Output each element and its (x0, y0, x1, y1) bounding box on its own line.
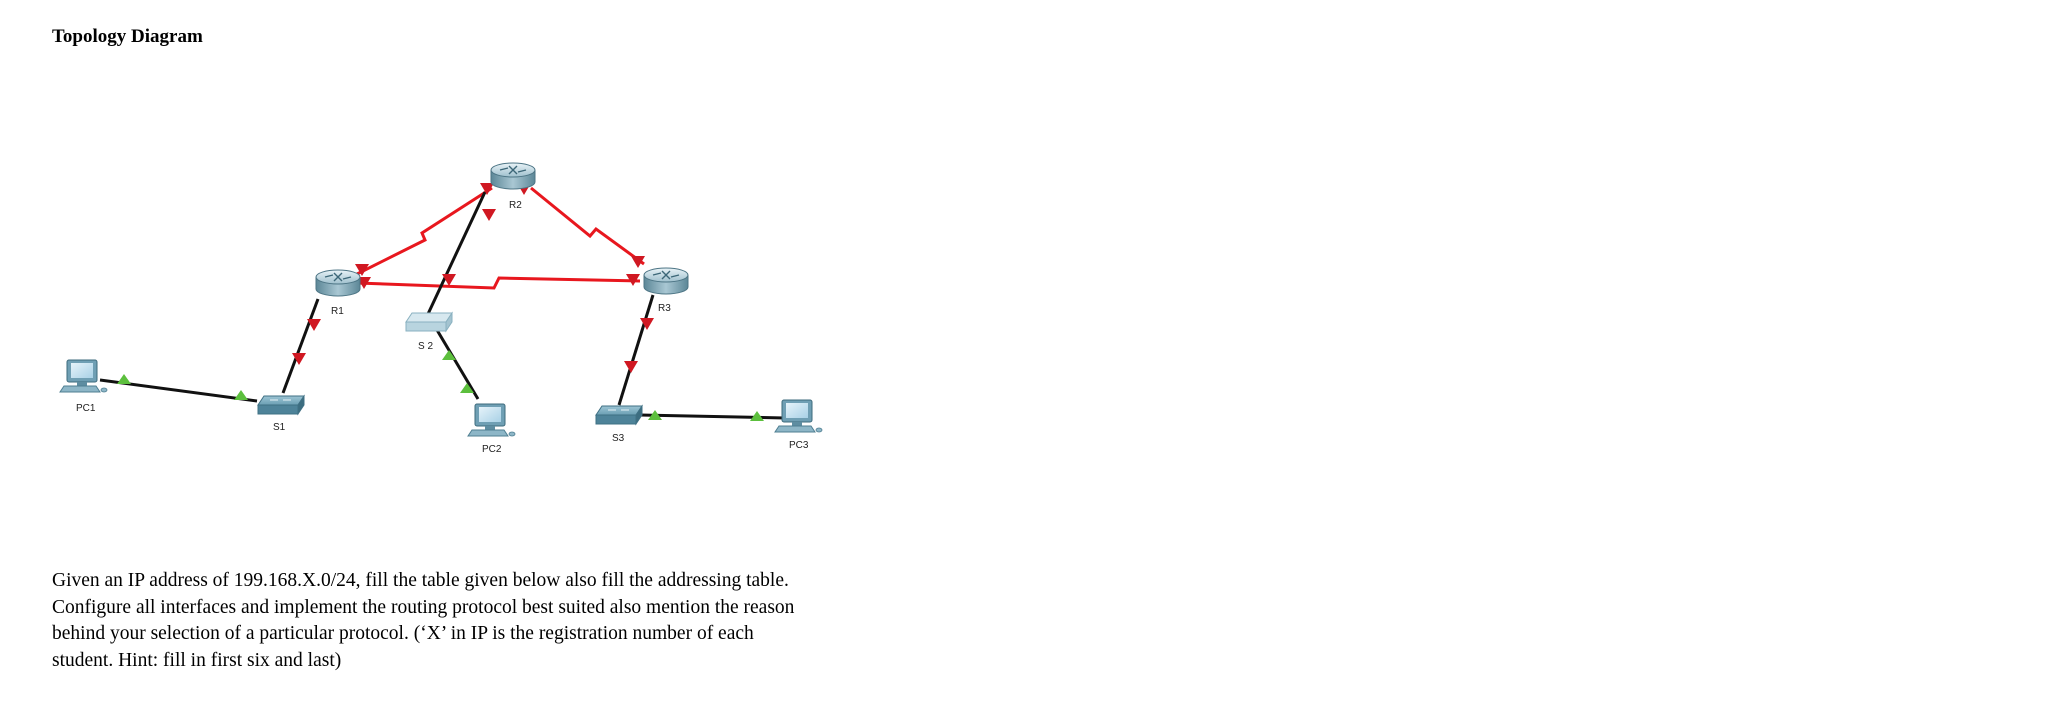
switch-label: S 2 (418, 341, 433, 352)
switch-icon (405, 311, 453, 333)
pc-pc1[interactable]: PC1 (59, 359, 108, 414)
router-r3[interactable]: R3 (643, 267, 689, 314)
computer-icon (467, 403, 516, 437)
ethernet-link-r2-s2 (426, 191, 487, 315)
pc-pc2[interactable]: PC2 (467, 403, 516, 455)
instructions-line: Given an IP address of 199.168.X.0/24, f… (52, 570, 789, 591)
link-down-indicator (307, 319, 321, 331)
switch-icon (257, 394, 305, 416)
instructions-line: student. Hint: fill in first six and las… (52, 649, 342, 671)
ethernet-link-r3-s3 (617, 294, 655, 406)
link-down-indicator (480, 183, 494, 195)
link-up-indicator (460, 383, 474, 393)
link-down-indicator (631, 256, 645, 268)
switch-s1[interactable]: S1 (257, 394, 305, 433)
link-up-indicator (648, 410, 662, 420)
pc-pc3[interactable]: PC3 (774, 399, 823, 451)
link-down-indicator (355, 264, 369, 276)
link-up-indicator (442, 350, 456, 360)
link-down-indicator (640, 318, 654, 330)
switch-label: S3 (612, 433, 625, 444)
pc-label: PC1 (76, 403, 96, 414)
link-down-indicator (626, 274, 640, 286)
router-label: R3 (658, 303, 671, 314)
switch-icon (595, 404, 643, 426)
router-icon (643, 267, 689, 295)
router-label: R1 (331, 306, 344, 317)
ethernet-link-s2-pc2 (435, 329, 480, 400)
instructions-line: behind your selection of a particular pr… (52, 623, 754, 644)
pc-label: PC2 (482, 444, 502, 455)
link-up-indicator (234, 390, 248, 400)
topology-diagram: R2 R1 R3 S 2 S1 (59, 162, 823, 455)
link-down-indicator (292, 353, 306, 365)
router-r2[interactable]: R2 (490, 162, 536, 211)
instructions-line: Configure all interfaces and implement t… (52, 596, 795, 618)
serial-link-r2-r3 (530, 186, 645, 266)
computer-icon (59, 359, 108, 393)
router-r1[interactable]: R1 (315, 269, 361, 317)
pc-label: PC3 (789, 440, 809, 451)
router-icon (315, 269, 361, 297)
router-icon (490, 162, 536, 190)
ethernet-link-r1-s1 (281, 298, 320, 394)
link-up-indicator (117, 374, 131, 384)
instructions-paragraph: Given an IP address of 199.168.X.0/24, f… (52, 568, 842, 674)
link-down-indicator (482, 209, 496, 221)
link-down-indicator (624, 361, 638, 373)
computer-icon (774, 399, 823, 433)
switch-s2[interactable]: S 2 (405, 311, 453, 352)
page-title: Topology Diagram (52, 26, 203, 47)
serial-link-r1-r3 (356, 276, 641, 290)
ethernet-link-s3-pc3 (639, 413, 786, 420)
switch-s3[interactable]: S3 (595, 404, 643, 444)
switch-label: S1 (273, 422, 286, 433)
link-up-indicator (750, 411, 764, 421)
link-down-indicator (442, 274, 456, 286)
link-status-indicators (117, 183, 764, 421)
router-label: R2 (509, 200, 522, 211)
serial-link-r1-r2 (356, 186, 493, 276)
